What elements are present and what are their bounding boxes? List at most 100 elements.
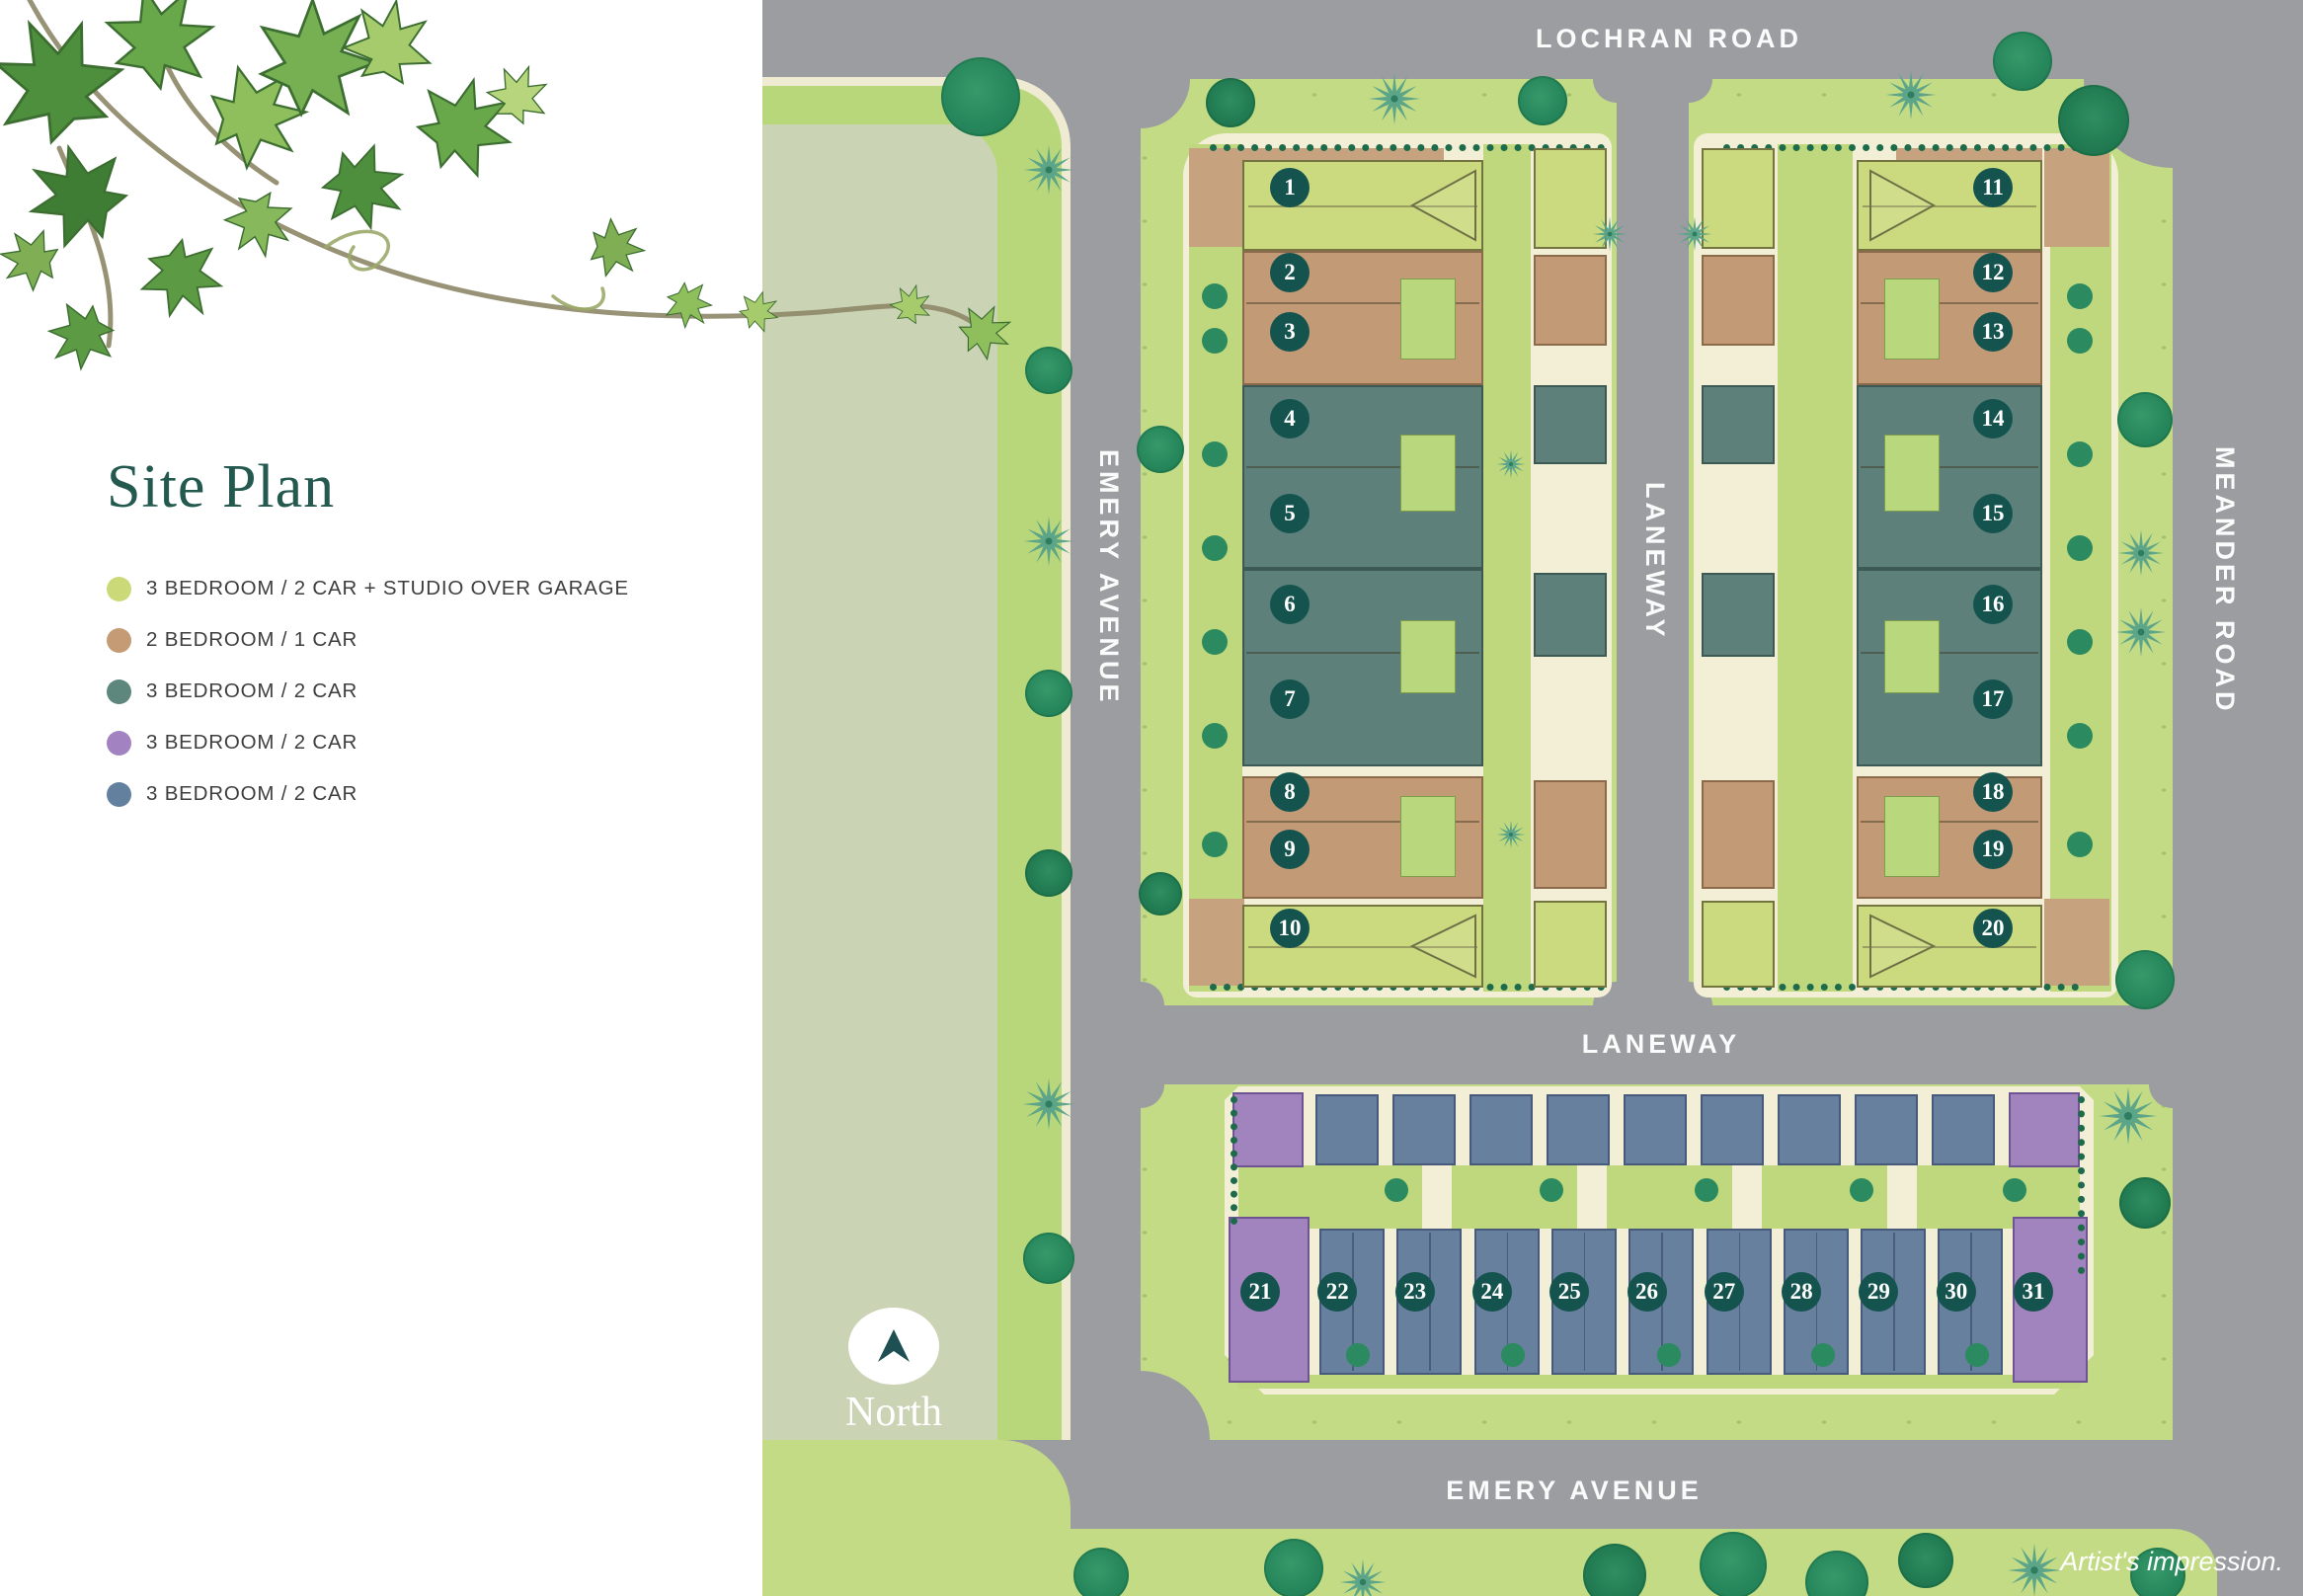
bush-icon: [1346, 1343, 1370, 1367]
bush-icon: [2067, 283, 2093, 309]
lower-garage-row: [1315, 1094, 1379, 1165]
tree-icon: [1137, 426, 1184, 473]
lower-garage-row: [1469, 1094, 1533, 1165]
bush-icon: [1202, 283, 1228, 309]
tree-icon: [1805, 1551, 1868, 1596]
lot-11-garage: [1702, 148, 1775, 249]
palm-tree-icon: [1592, 216, 1628, 252]
lot-2-3-court: [1400, 279, 1456, 359]
lot-25-badge: 25: [1549, 1272, 1590, 1312]
upper-right-block-garden-inner: [1778, 144, 1853, 992]
bush-icon: [2067, 629, 2093, 655]
verge-south: [762, 1529, 2217, 1596]
lower-block-garden-strip: [1238, 1165, 2080, 1229]
lot-10-badge: 10: [1270, 909, 1310, 948]
lot-21-badge: 21: [1240, 1272, 1280, 1312]
lot-26-badge: 26: [1627, 1272, 1667, 1312]
lower-block-driveway: [1732, 1165, 1762, 1229]
lot-16-badge: 16: [1973, 585, 2013, 624]
page-title: Site Plan: [107, 453, 336, 520]
lot-10-ridge: [1248, 946, 1477, 948]
tree-icon: [1898, 1533, 1953, 1588]
lot-14-badge: 14: [1973, 399, 2013, 439]
lower-block-hedge-east: [2078, 1096, 2085, 1274]
road-fillet: [1141, 79, 1190, 128]
palm-tree-icon: [1368, 72, 1421, 125]
road-label-emery-horizontal: EMERY AVENUE: [1446, 1476, 1703, 1505]
road-fillet: [1593, 79, 1617, 103]
lot-7-badge: 7: [1270, 679, 1310, 719]
lot-18-19-garage: [1702, 780, 1775, 889]
tree-icon: [2130, 1548, 2185, 1596]
legend-label: 3 BEDROOM / 2 CAR: [146, 782, 358, 805]
road-label-laneway-horizontal: LANEWAY: [1581, 1029, 1741, 1059]
upper-right-block-planting-bed: [2044, 899, 2109, 986]
lot-9-badge: 9: [1270, 830, 1310, 869]
tree-icon: [1025, 347, 1072, 394]
lot-2-3-divider: [1246, 302, 1479, 304]
lot-1-badge: 1: [1270, 168, 1310, 207]
lower-garage-row: [1778, 1094, 1841, 1165]
palm-tree-icon: [1885, 69, 1937, 120]
lower-garage-row: [1932, 1094, 1995, 1165]
legend-item-tan: 2 BEDROOM / 1 CAR: [107, 614, 629, 666]
bush-icon: [2067, 832, 2093, 857]
legend-item-purple: 3 BEDROOM / 2 CAR: [107, 717, 629, 768]
lot-28-badge: 28: [1782, 1272, 1822, 1312]
bush-icon: [1965, 1343, 1989, 1367]
lower-block-driveway: [1422, 1165, 1452, 1229]
lot-15-badge: 15: [1973, 494, 2013, 533]
road-fillet: [1141, 1371, 1210, 1440]
upper-left-block-garden-street: [1189, 144, 1242, 992]
upper-left-block-hedge-top: [1210, 144, 1605, 151]
lower-garage-row: [1547, 1094, 1610, 1165]
bush-icon: [1501, 1343, 1525, 1367]
legend-label: 3 BEDROOM / 2 CAR: [146, 731, 358, 754]
bush-icon: [1202, 832, 1228, 857]
lot-4-5-garage: [1534, 385, 1607, 464]
lot-4-5-divider: [1246, 466, 1479, 468]
tree-icon: [1993, 32, 2052, 91]
road-label-emery-vertical: EMERY AVENUE: [1094, 449, 1124, 706]
info-panel: Site Plan 3 BEDROOM / 2 CAR + STUDIO OVE…: [0, 0, 762, 1596]
bush-icon: [1202, 535, 1228, 561]
lot-6-7-garage: [1534, 573, 1607, 657]
palm-tree-icon: [1496, 820, 1526, 849]
road-fillet: [1689, 79, 1712, 103]
road-emery-vertical: [1071, 77, 1141, 1440]
north-label: North: [845, 1390, 942, 1435]
legend-dot-purple: [107, 730, 131, 756]
lot-12-badge: 12: [1973, 253, 2013, 292]
lower-garage-row: [1392, 1094, 1456, 1165]
lot-3-badge: 3: [1270, 312, 1310, 352]
lot-1-ridge: [1248, 205, 1477, 207]
legend-dot-slate: [107, 781, 131, 807]
lower-garage-row: [1624, 1094, 1687, 1165]
lot-31-badge: 31: [2014, 1272, 2053, 1312]
palm-tree-icon: [2117, 529, 2165, 577]
lot-27-badge: 27: [1704, 1272, 1744, 1312]
bush-icon: [1540, 1178, 1563, 1202]
lot-12-13-court: [1884, 279, 1940, 359]
bush-icon: [1385, 1178, 1408, 1202]
bush-icon: [1850, 1178, 1873, 1202]
tree-icon: [1206, 78, 1255, 127]
palm-tree-icon: [2115, 606, 2167, 658]
lot-18-19-court: [1884, 796, 1940, 877]
lot-18-19-divider: [1861, 821, 2038, 823]
legend-dot-teal: [107, 678, 131, 704]
lot-20-badge: 20: [1973, 909, 2013, 948]
lower-garage-corner: [2009, 1092, 2080, 1167]
lot-5-badge: 5: [1270, 494, 1310, 533]
bush-icon: [2067, 441, 2093, 467]
tree-icon: [2117, 392, 2173, 447]
lot-16-17-garage: [1702, 573, 1775, 657]
upper-right-block-garden-street: [2050, 144, 2111, 992]
lot-17-badge: 17: [1973, 679, 2013, 719]
lot-6-7-divider: [1246, 652, 1479, 654]
tree-icon: [941, 57, 1020, 136]
palm-tree-icon: [2007, 1543, 2062, 1596]
lot-19-badge: 19: [1973, 830, 2013, 869]
lot-1-gable-icon: [1409, 169, 1476, 242]
